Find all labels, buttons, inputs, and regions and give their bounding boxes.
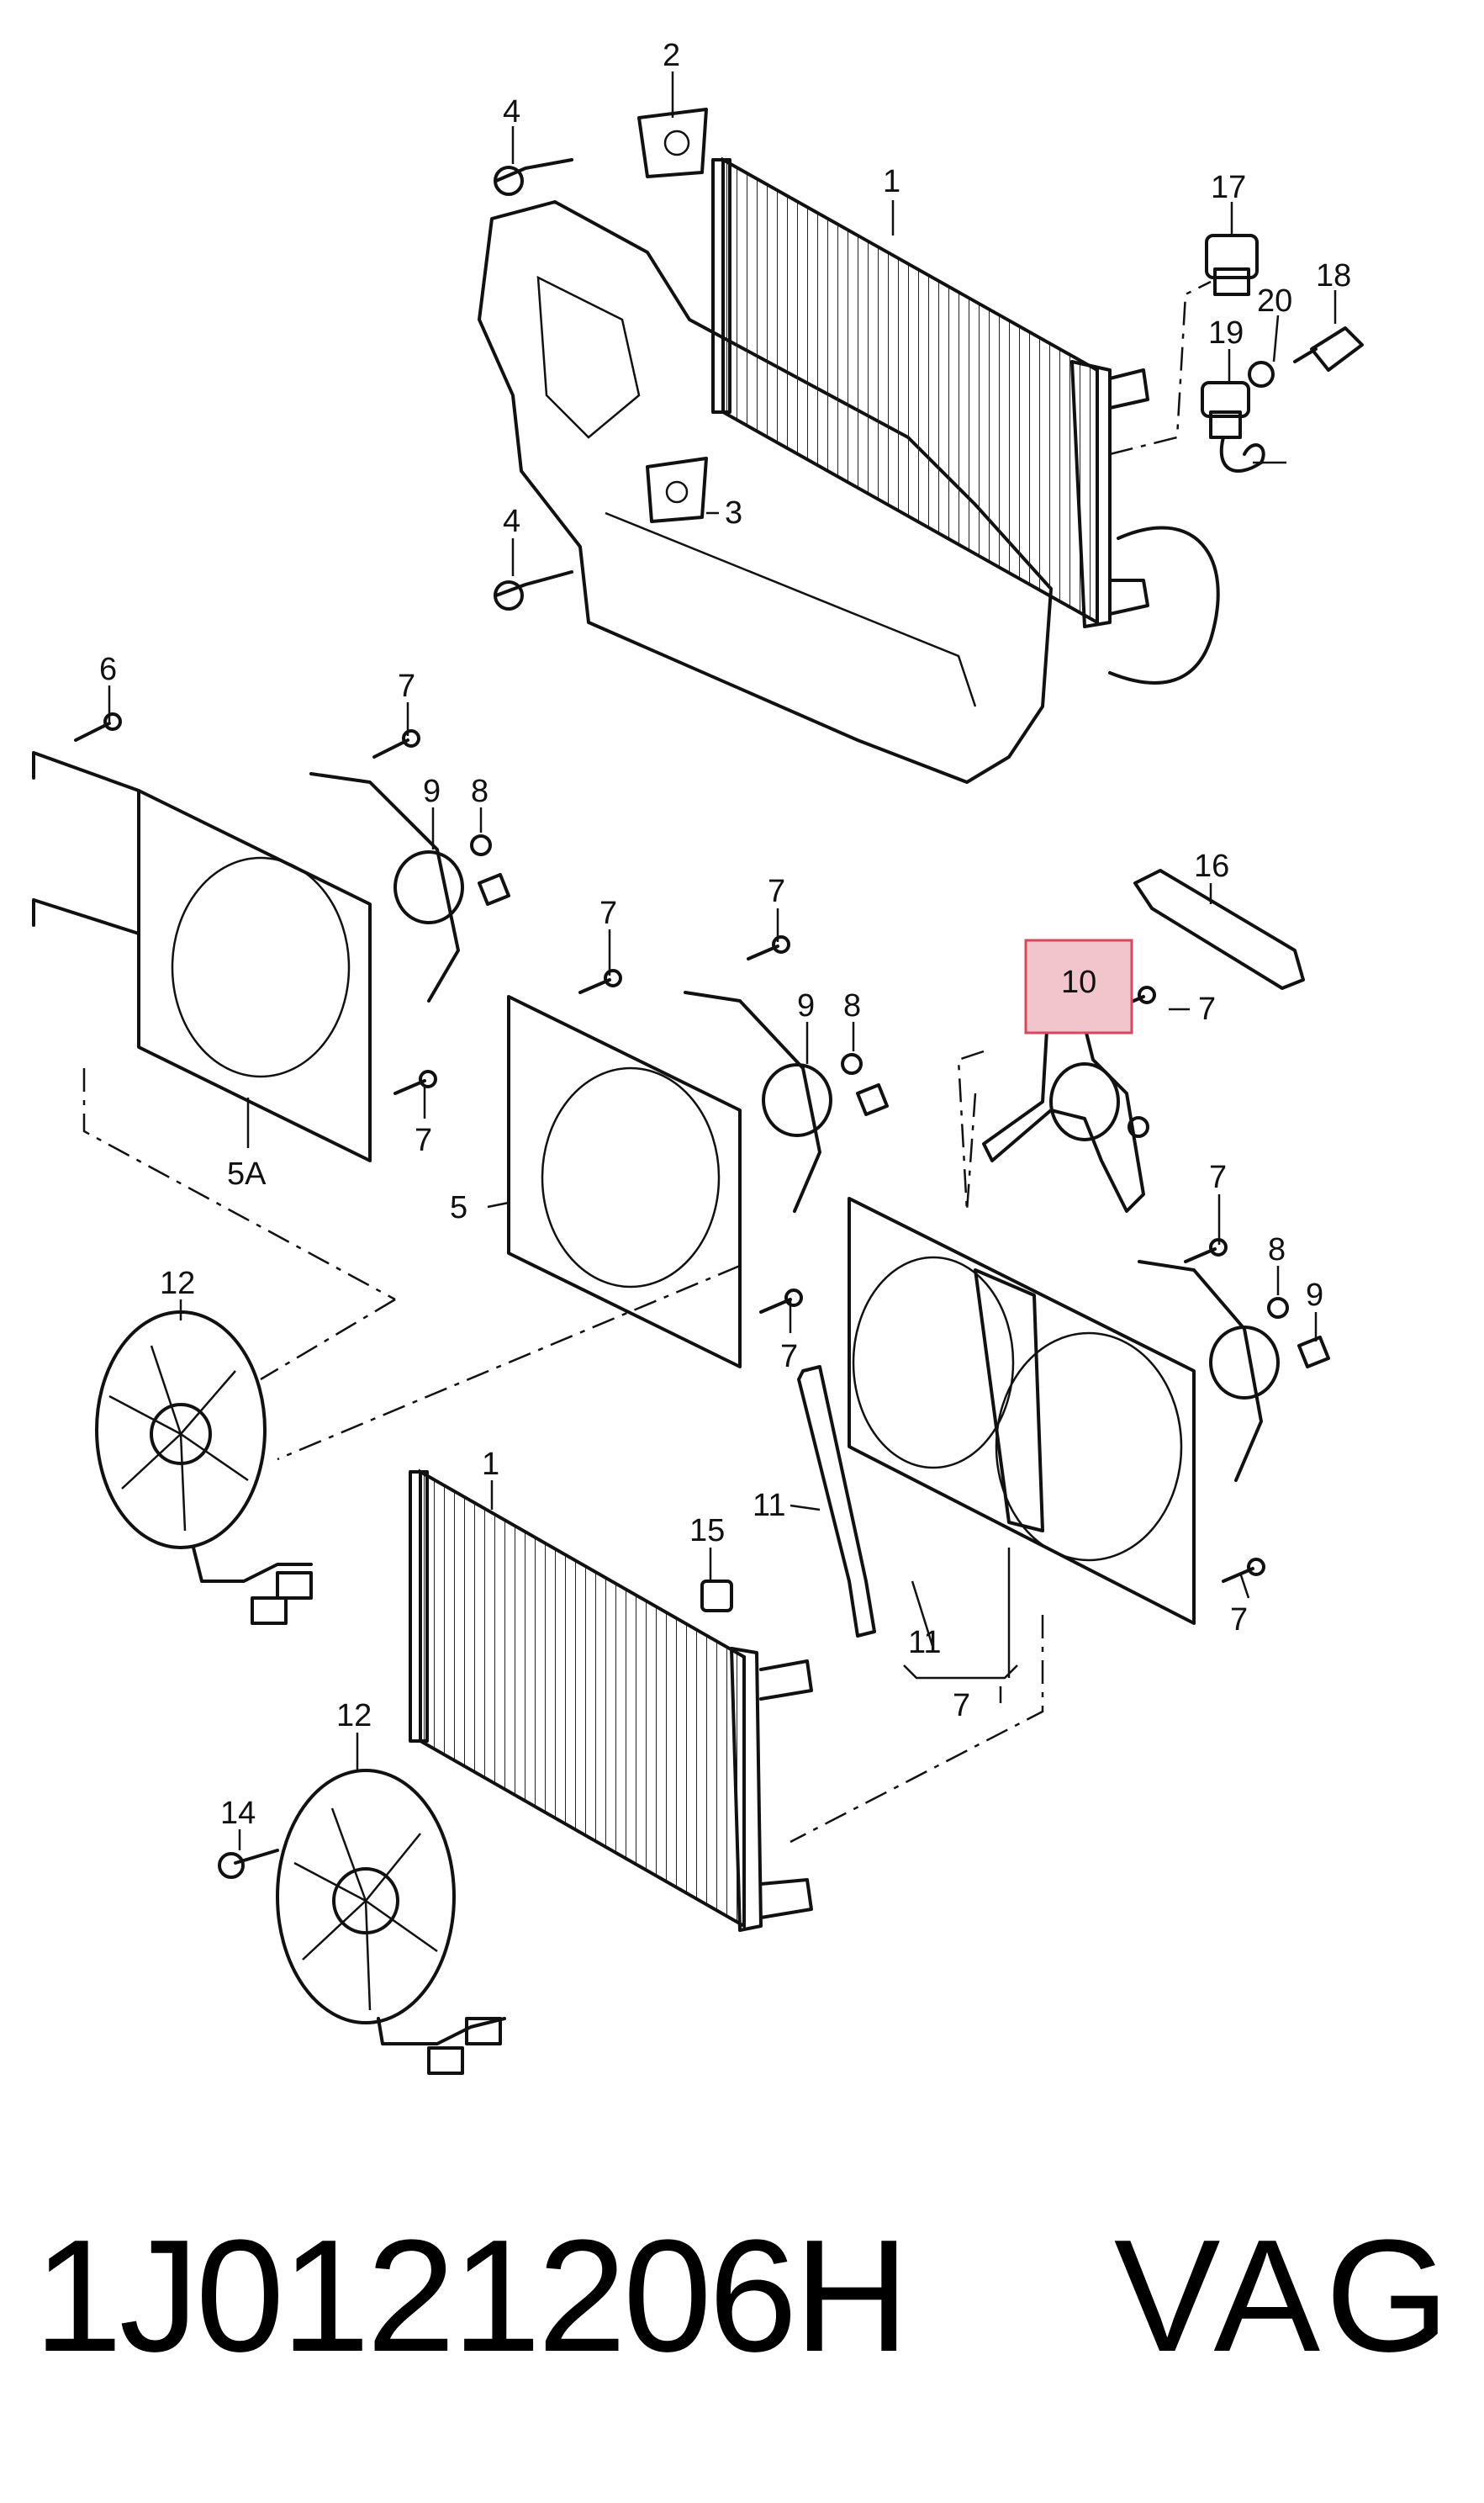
callout-5: 5 xyxy=(450,1190,467,1225)
seal-strip-11 xyxy=(797,1365,876,1638)
lock-carrier xyxy=(478,200,1053,784)
bracket-10 xyxy=(982,1024,1145,1213)
fan-12-lower xyxy=(276,1769,506,2075)
callout-1-lower: 1 xyxy=(482,1447,499,1482)
fan-shroud-5 xyxy=(507,991,832,1368)
callout-7-a: 6 xyxy=(99,652,117,687)
condenser-top xyxy=(711,156,1220,685)
callout-8-b: 8 xyxy=(843,988,861,1024)
callout-13: 15 xyxy=(689,1513,725,1548)
bolt-4-mid xyxy=(494,570,573,611)
clips-9 xyxy=(478,873,1330,1368)
valve-18 xyxy=(1201,381,1250,439)
part-number: 1J0121206H xyxy=(34,2207,910,2385)
callout-8-a: 8 xyxy=(471,774,489,809)
callout-4-top: 4 xyxy=(503,94,520,130)
callout-7-d: 7 xyxy=(599,896,617,931)
nuts-8 xyxy=(470,834,1289,1319)
bolt-4-top xyxy=(494,158,573,196)
air-guide-15 xyxy=(1133,869,1305,990)
callout-7-b: 7 xyxy=(398,669,415,704)
callout-labels: 2 4 1 17 18 20 19 3 4 6 7 9 8 7 5A 7 7 9… xyxy=(99,38,1351,1831)
callout-16: 17 xyxy=(1211,170,1246,205)
radiator-1 xyxy=(409,1468,813,1932)
callout-14: 14 xyxy=(220,1796,256,1831)
leader-lines xyxy=(108,71,1337,1850)
callout-7-c: 7 xyxy=(415,1123,432,1158)
pressure-switch-16 xyxy=(1205,234,1259,296)
mount-13 xyxy=(700,1580,733,1612)
mount-2 xyxy=(637,108,708,178)
callout-3: 3 xyxy=(725,495,742,531)
fan-12-upper xyxy=(95,1310,313,1625)
fan-shroud-6 xyxy=(848,1197,1280,1625)
callout-2: 2 xyxy=(663,38,680,73)
callout-10: 10 xyxy=(1061,965,1096,1000)
callout-9-b: 9 xyxy=(797,988,815,1024)
mount-3 xyxy=(646,457,708,523)
bolt-14 xyxy=(218,1849,279,1879)
callout-7-e: 7 xyxy=(768,874,785,909)
callout-4-mid: 4 xyxy=(503,504,520,539)
sender-17 xyxy=(1293,326,1364,372)
clip-19 xyxy=(1219,436,1265,473)
callout-11-b: 11 xyxy=(908,1625,941,1660)
callout-7-g: 7 xyxy=(1198,992,1216,1027)
bolts-7 xyxy=(74,712,1265,1583)
callout-17: 18 xyxy=(1316,258,1351,294)
callout-7-i: 7 xyxy=(1230,1602,1248,1638)
callout-9-c: 9 xyxy=(1306,1278,1323,1313)
highlight-box-10 xyxy=(1024,939,1133,1035)
callout-12-upper: 12 xyxy=(160,1266,195,1301)
callout-12-lower: 12 xyxy=(336,1698,372,1733)
callout-8-c: 8 xyxy=(1268,1232,1286,1267)
callout-11-a: 11 xyxy=(753,1488,785,1523)
part-caption: 1J0121206H VAG xyxy=(34,2204,1455,2389)
callout-9-a: 9 xyxy=(423,774,441,809)
callout-7-f: 7 xyxy=(780,1339,798,1374)
callout-15: 16 xyxy=(1194,849,1229,884)
callout-5a: 5A xyxy=(227,1156,267,1192)
callout-20: 20 xyxy=(1257,283,1292,319)
o-ring-20 xyxy=(1248,361,1275,388)
callout-18: 19 xyxy=(1208,315,1244,351)
fan-shroud-5a xyxy=(32,751,464,1162)
callout-7-h: 7 xyxy=(1209,1160,1227,1195)
callout-1-top: 1 xyxy=(883,164,900,199)
callout-6: 7 xyxy=(953,1688,970,1723)
brand-name: VAG xyxy=(1113,2207,1455,2385)
